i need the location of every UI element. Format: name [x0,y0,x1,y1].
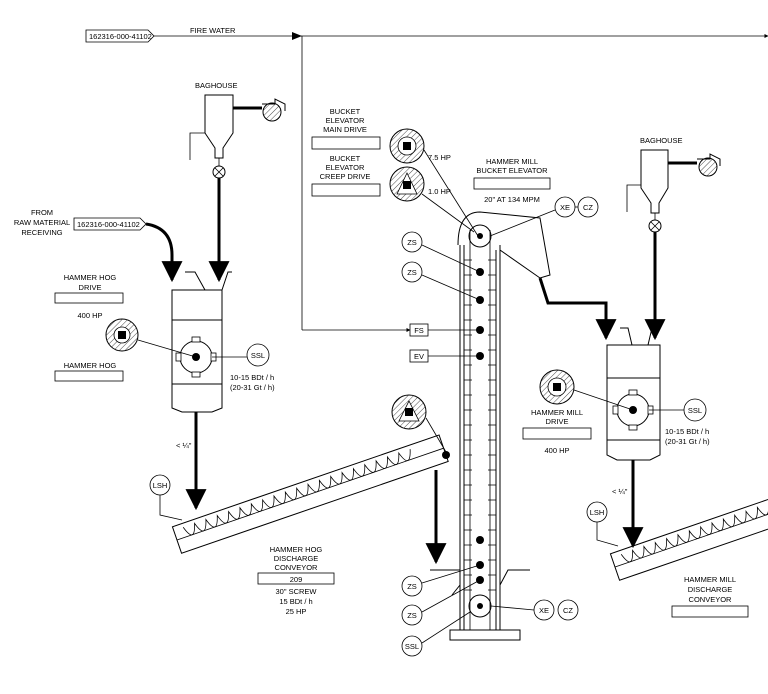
hog-conv-line-3: CONVEYOR [275,563,319,572]
mill-conv-line-1: HAMMER MILL [684,575,736,584]
zs-bottom-2-text: ZS [407,611,417,620]
zs-top-2-badge [401,261,423,283]
mill-discharge-conveyor: LSH HAMMER MILL DISCHARGE CONVEYOR [586,494,768,618]
mill-drive-hp: 400 HP [544,446,569,455]
main-drive-line-3: MAIN DRIVE [323,125,367,134]
creep-drive-line-1: BUCKET [330,154,361,163]
conveyor-drive [391,394,447,453]
zs-top-1-text: ZS [407,238,417,247]
creep-drive-line-3: CREEP DRIVE [320,172,371,181]
ssl-hog-badge [246,343,270,367]
zs-top-1-badge [401,231,423,253]
hog-conv-spec-3: 25 HP [286,607,307,616]
hog-size-note: < ¼" [176,441,192,450]
hammer-hog-label: HAMMER HOG [64,361,117,370]
fire-water-tag-box [85,29,155,43]
xe-top-text: XE [560,203,570,212]
elevator-line-1: HAMMER MILL [486,157,538,166]
mill-rate-2: (20-31 Gt / h) [665,437,710,446]
cz-bottom-badge [557,599,579,621]
ssl-mill-text: SSL [688,406,702,415]
lsh-mill-text: LSH [590,508,605,517]
mill-conv-line-2: DISCHARGE [688,585,733,594]
hog-conv-number: 209 [290,575,303,584]
baghouse-left-label: BAGHOUSE [195,81,238,90]
cz-bottom-text: CZ [563,606,573,615]
hog-conv-spec-2: 15 BDt / h [279,597,312,606]
hammer-mill: SSL 10-15 BDt / h (20-31 Gt / h) HAMMER … [522,327,710,549]
raw-material-feed: FROM RAW MATERIAL RECEIVING 162316-000-4… [14,178,230,283]
mill-conv-line-3: CONVEYOR [689,595,733,604]
baghouse-right: BAGHOUSE [626,136,721,341]
ssl-elevator-badge [401,635,423,657]
elevator-instruments: ZS ZS FS EV XE CZ ZS ZS SSL XE CZ [401,196,599,657]
mill-size-note: < ¼" [612,487,628,496]
raw-material-line-3: RECEIVING [21,228,62,237]
baghouse-right-label: BAGHOUSE [640,136,683,145]
ssl-mill-badge [683,398,707,422]
zs-bottom-1-badge [401,575,423,597]
mill-rate-1: 10-15 BDt / h [665,427,709,436]
hog-discharge-conveyor: LSH HAMMER HOG DISCHARGE CONVEYOR 209 30… [149,434,450,616]
mill-drive-line-2: DRIVE [546,417,569,426]
hog-conv-line-2: DISCHARGE [274,554,319,563]
baghouse-left: BAGHOUSE [189,81,286,276]
hog-conv-line-1: HAMMER HOG [270,545,323,554]
hog-drive-hp: 400 HP [77,311,102,320]
zs-bottom-2-badge [401,604,423,626]
ssl-elevator-text: SSL [405,642,419,651]
raw-material-tag: 162316-000-41102 [77,220,140,229]
elevator-line-2: BUCKET ELEVATOR [476,166,548,175]
raw-material-line-1: FROM [31,208,53,217]
xe-bottom-text: XE [539,606,549,615]
ssl-hog-text: SSL [251,351,265,360]
zs-bottom-1-text: ZS [407,582,417,591]
hog-drive-line-2: DRIVE [79,283,102,292]
fire-water-line: 162316-000-41102 FIRE WATER [85,26,768,332]
cz-top-text: CZ [583,203,593,212]
raw-material-line-2: RAW MATERIAL [14,218,70,227]
bucket-elevator-drives: BUCKET ELEVATOR MAIN DRIVE 7.5 HP BUCKET… [311,107,479,237]
cz-top-badge [577,196,599,218]
hog-rate-1: 10-15 BDt / h [230,373,274,382]
fire-water-tag: 162316-000-41102 [89,32,152,41]
hog-drive-line-1: HAMMER HOG [64,273,117,282]
fire-water-label: FIRE WATER [190,26,236,35]
hog-rate-2: (20-31 Gt / h) [230,383,275,392]
mill-drive-line-1: HAMMER MILL [531,408,583,417]
main-drive-line-1: BUCKET [330,107,361,116]
fs-text: FS [414,326,424,335]
lsh-hog-text: LSH [153,481,168,490]
bucket-elevator: HAMMER MILL BUCKET ELEVATOR 20" AT 134 M… [430,157,617,641]
creep-drive-line-2: ELEVATOR [326,163,365,172]
fan-left-icon [262,102,282,122]
hog-conv-spec-1: 30" SCREW [275,587,317,596]
elevator-spec: 20" AT 134 MPM [484,195,540,204]
main-drive-line-2: ELEVATOR [326,116,365,125]
zs-top-2-text: ZS [407,268,417,277]
hammer-hog: HAMMER HOG DRIVE 400 HP HAMMER HOG SSL 1… [54,271,275,511]
ev-text: EV [414,352,424,361]
creep-drive-hp: 1.0 HP [428,187,451,196]
fan-right-icon [698,157,718,177]
main-drive-hp: 7.5 HP [428,153,451,162]
